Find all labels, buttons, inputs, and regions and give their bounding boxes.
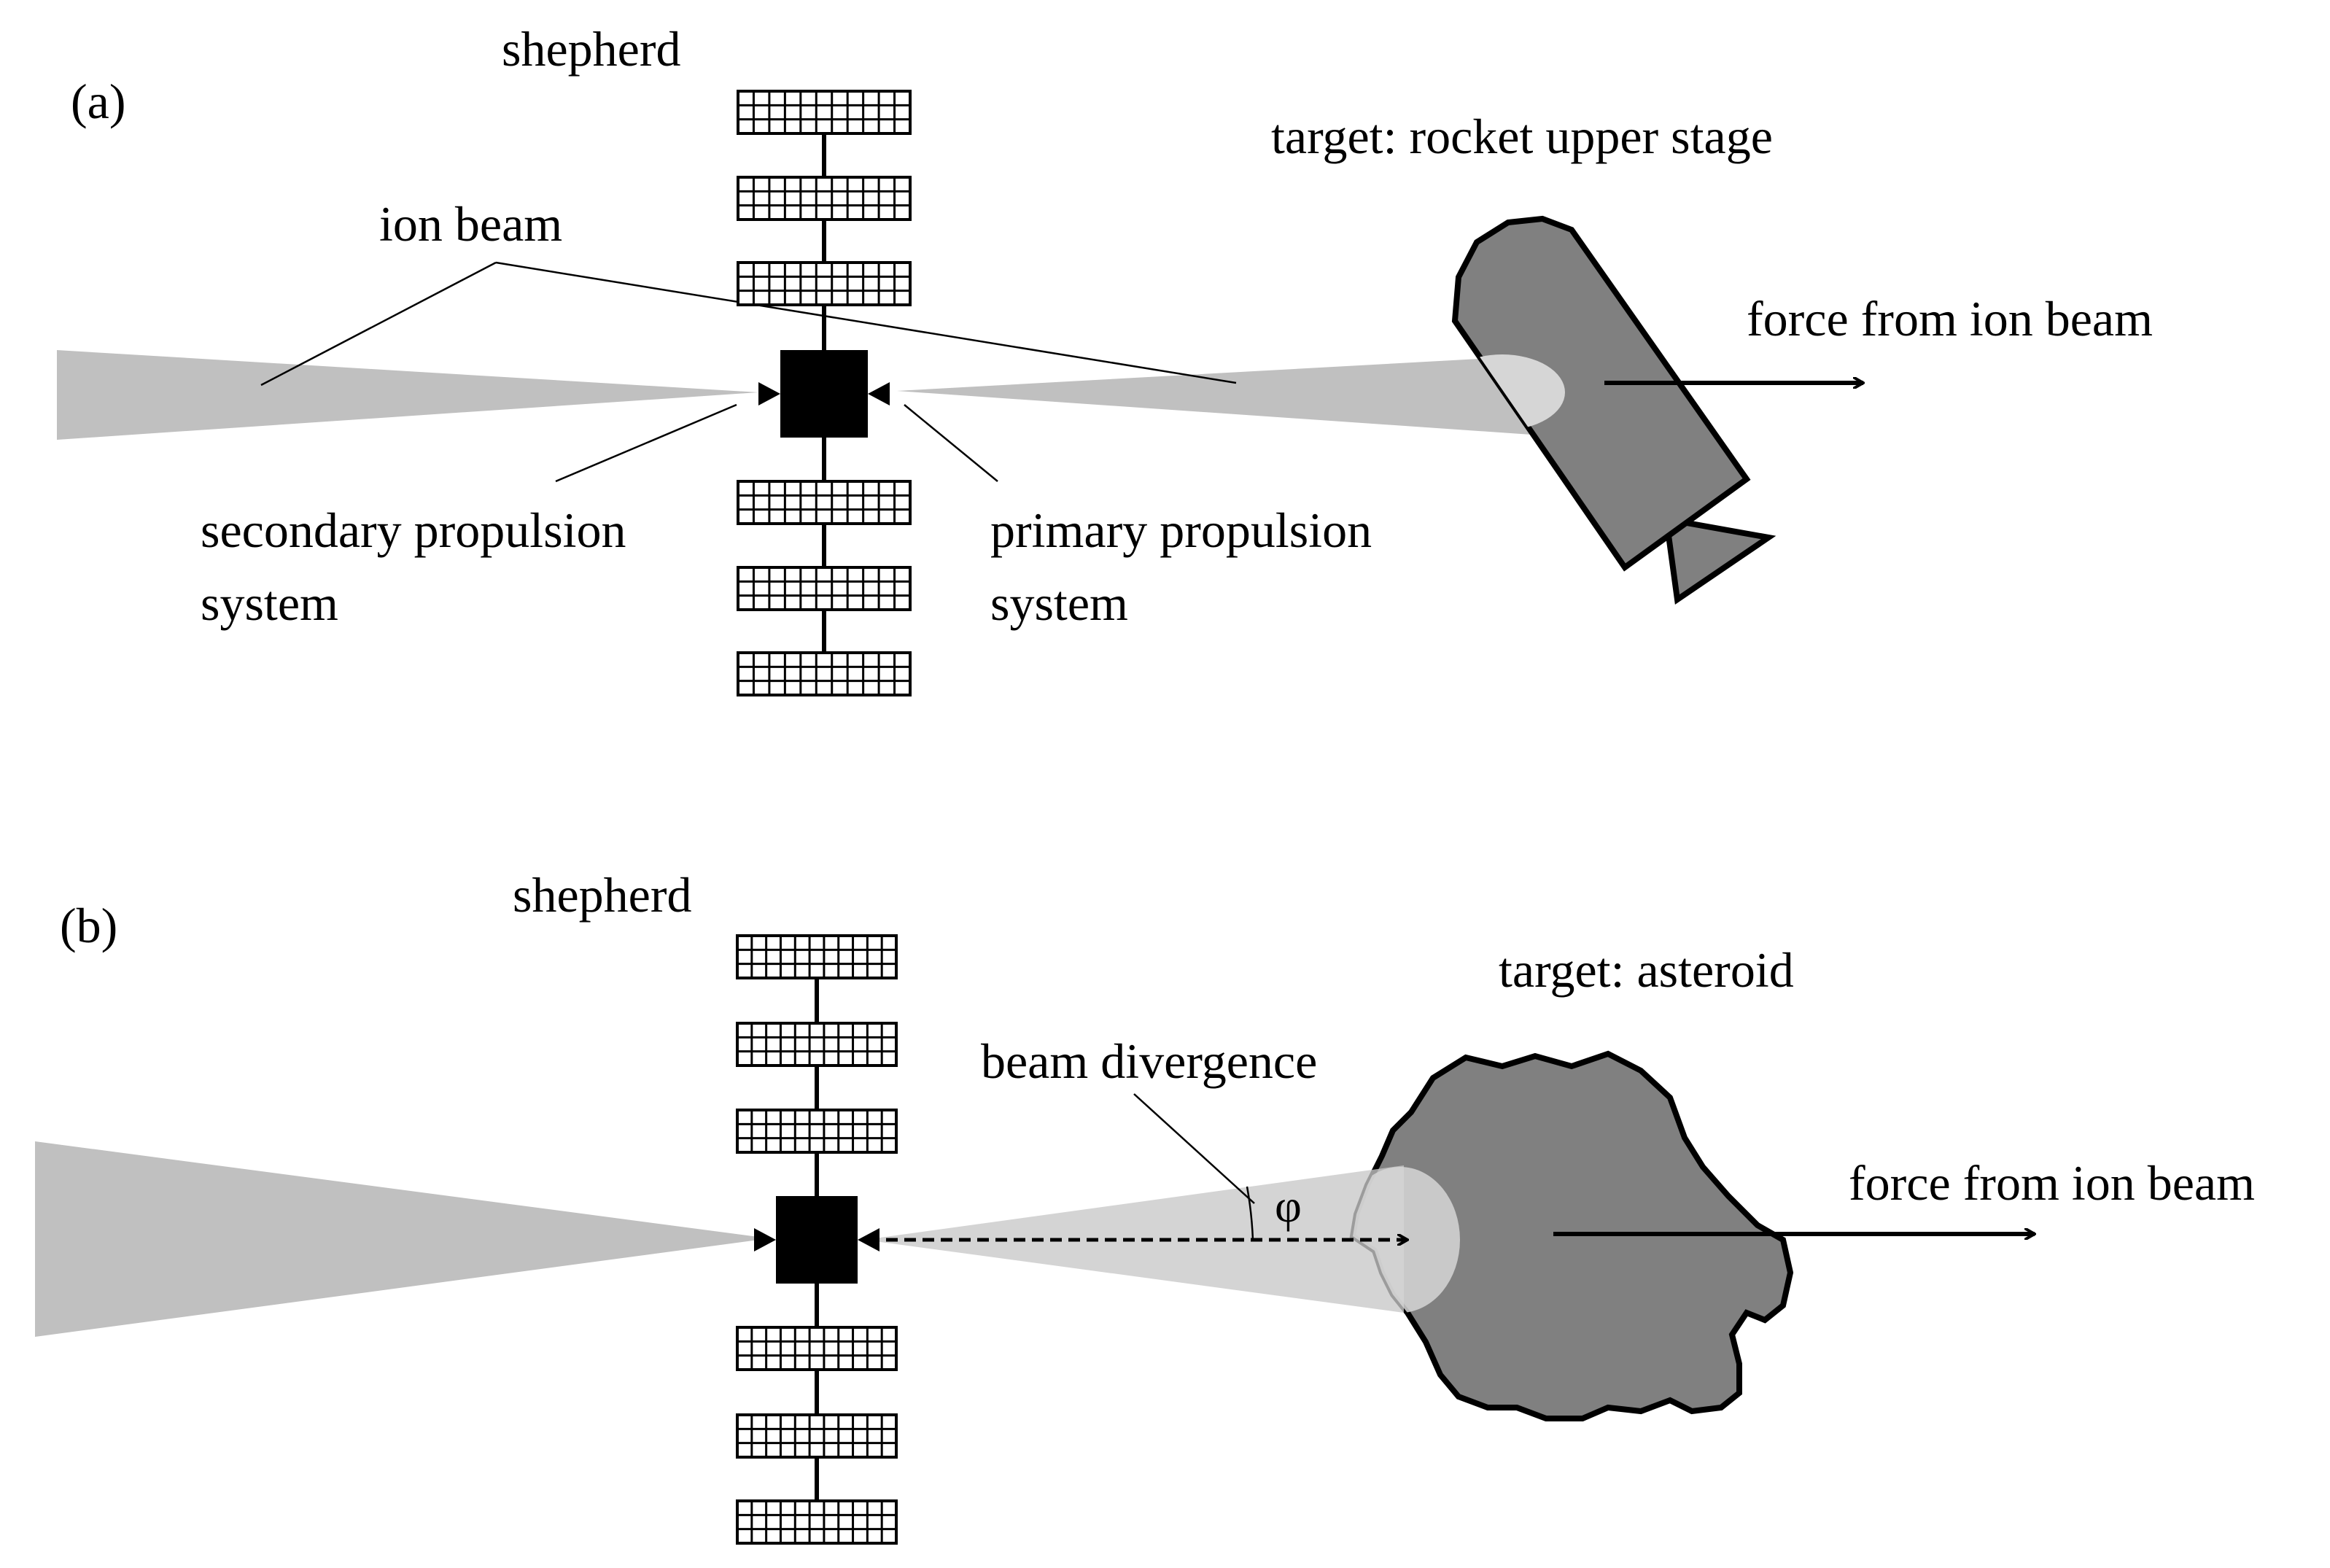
primary-thruster — [868, 382, 890, 405]
solar-panel — [736, 1326, 898, 1371]
shepherd-label-b: shepherd — [513, 867, 691, 923]
solar-panel-frame — [736, 1326, 898, 1371]
solar-panel-frame — [737, 176, 912, 221]
secondary-ion-beam-b — [35, 1141, 769, 1337]
primary-propulsion-label-line1: primary propulsion — [990, 502, 1372, 558]
solar-panel — [736, 1499, 898, 1545]
target-label-b: target: asteroid — [1499, 942, 1794, 998]
solar-panel — [737, 90, 912, 135]
ion-beam-leader-left — [260, 261, 497, 387]
solar-panel — [737, 176, 912, 221]
solar-panel-frame — [737, 566, 912, 611]
solar-panel — [736, 934, 898, 979]
solar-panel — [737, 651, 912, 696]
solar-panel — [736, 1413, 898, 1459]
solar-panel — [737, 261, 912, 306]
secondary-propulsion-label-line2: system — [201, 575, 338, 631]
force-label-a: force from ion beam — [1747, 291, 2153, 346]
solar-panel-frame — [737, 480, 912, 525]
panel-b: (b) shepherd target: asteroid beam diver… — [35, 867, 2255, 1545]
rocket-body — [1451, 215, 1751, 572]
ion-beam-leader-right — [495, 261, 1237, 384]
solar-panel-frame — [737, 261, 912, 306]
primary-thruster — [858, 1228, 879, 1251]
primary-propulsion-leader — [904, 404, 998, 482]
beam-divergence-leader — [1133, 1093, 1255, 1204]
ion-beam-label: ion beam — [379, 196, 562, 252]
shepherd-spacecraft-a — [737, 90, 912, 696]
solar-panel-frame — [736, 1022, 898, 1067]
phi-symbol: φ — [1275, 1180, 1302, 1232]
solar-panel-frame — [737, 651, 912, 696]
divergence-angle-arc — [1246, 1186, 1254, 1241]
shepherd-spacecraft-b — [736, 934, 898, 1545]
solar-panel — [736, 1022, 898, 1067]
shepherd-label-a: shepherd — [502, 21, 680, 77]
force-label-b: force from ion beam — [1849, 1155, 2255, 1211]
solar-panel-frame — [736, 1109, 898, 1154]
solar-panel — [737, 566, 912, 611]
panel-a-tag: (a) — [71, 74, 125, 129]
solar-panel-frame — [736, 1413, 898, 1459]
solar-panel-frame — [736, 1499, 898, 1545]
solar-panel-frame — [736, 934, 898, 979]
primary-ion-beam-a — [897, 356, 1531, 435]
spacecraft-body — [780, 350, 868, 438]
panel-a: (a) shepherd ion beam target: rocket upp… — [57, 21, 2153, 696]
solar-panel — [736, 1109, 898, 1154]
secondary-thruster — [754, 1228, 776, 1251]
secondary-thruster — [758, 382, 780, 405]
target-label-a: target: rocket upper stage — [1271, 109, 1773, 164]
secondary-propulsion-leader — [555, 403, 737, 483]
panel-b-tag: (b) — [60, 898, 117, 953]
spacecraft-body — [776, 1196, 858, 1284]
solar-panel — [737, 480, 912, 525]
rocket-nozzle — [1663, 516, 1776, 605]
secondary-ion-beam-a — [57, 350, 758, 440]
solar-panel-frame — [737, 90, 912, 135]
secondary-propulsion-label-line1: secondary propulsion — [201, 502, 626, 558]
beam-divergence-label: beam divergence — [981, 1033, 1317, 1089]
primary-propulsion-label-line2: system — [990, 575, 1128, 631]
